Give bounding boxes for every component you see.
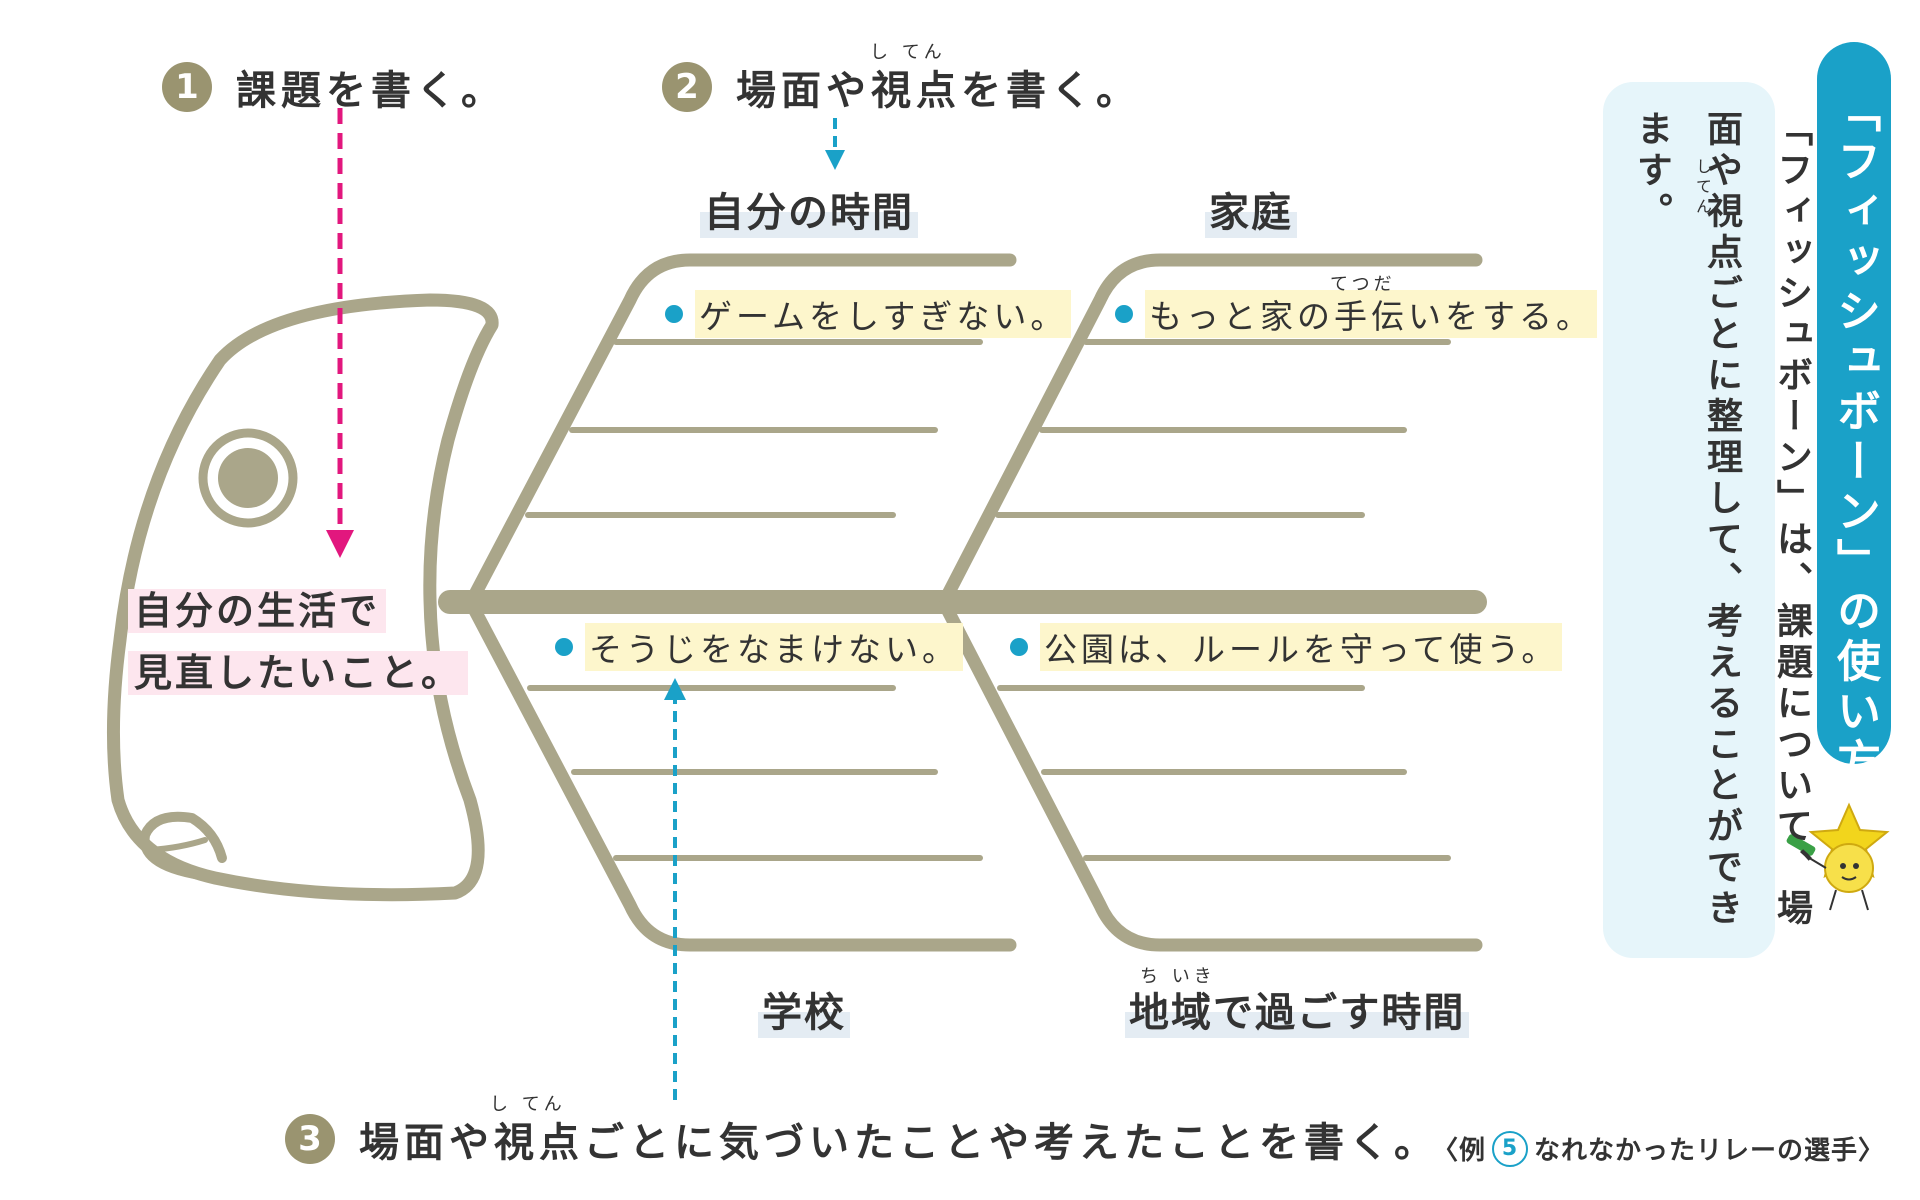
step-2: 2 場面や視点を書く。 <box>662 58 1141 116</box>
description-text: 「フィッシュボーン」は、課題について、場面や視点ごとに整理して、考えることができ… <box>1631 110 1812 930</box>
category-bottom-right-ruby: ち いき <box>1140 966 1216 987</box>
item-bottom-left: そうじをなまけない。 <box>555 623 963 671</box>
item-top-left: ゲームをしすぎない。 <box>665 290 1072 338</box>
item-bottom-left-text: そうじをなまけない。 <box>585 623 963 671</box>
step-number-3: 3 <box>285 1114 335 1164</box>
item-top-right: もっと家の手伝いをする。 <box>1115 290 1597 338</box>
fish-head-outline <box>106 293 499 902</box>
bullet-icon <box>1010 638 1028 656</box>
fish-head-label: 自分の生活で 見直したいこと。 <box>128 580 469 704</box>
item-top-right-ruby: てつだ <box>1330 274 1396 295</box>
example-caption: 〈例 5 なれなかったリレーの選手〉 <box>1432 1130 1885 1167</box>
step-3-ruby: し てん <box>490 1094 566 1115</box>
star-mascot-icon <box>1786 802 1890 911</box>
bullet-icon <box>665 305 683 323</box>
bone-upper-right <box>938 253 1483 607</box>
step-number-1: 1 <box>162 62 212 112</box>
step-3-text: 場面や視点ごとに気づいたことや考えたことを書く。 <box>359 1120 1439 1166</box>
example-prefix: 〈例 <box>1432 1136 1487 1166</box>
category-top-left: 自分の時間 <box>700 180 918 238</box>
step-2-text: 場面や視点を書く。 <box>736 68 1141 114</box>
description-ruby: してん <box>1693 158 1712 218</box>
fish-mouth <box>139 811 227 880</box>
item-bottom-right-text: 公園は、ルールを守って使う。 <box>1040 623 1563 671</box>
example-text: なれなかったリレーの選手〉 <box>1534 1136 1886 1166</box>
example-number: 5 <box>1492 1130 1529 1167</box>
category-top-right: 家庭 <box>1205 180 1297 238</box>
bone-lower-left <box>465 598 1017 952</box>
bone-upper-left <box>465 253 1017 607</box>
fish-eye <box>198 428 298 528</box>
head-line-2: 見直したいこと。 <box>128 651 469 695</box>
item-top-left-text: ゲームをしすぎない。 <box>695 290 1072 338</box>
title-pill <box>1817 42 1891 764</box>
step-1-text: 課題を書く。 <box>236 68 506 114</box>
bone-lower-right <box>938 598 1483 952</box>
category-bottom-left: 学校 <box>758 980 850 1038</box>
category-bottom-right: 地域で過ごす時間 <box>1125 980 1470 1038</box>
step-1: 1 課題を書く。 <box>162 58 506 116</box>
description-panel <box>1603 82 1775 958</box>
bullet-icon <box>555 638 573 656</box>
item-top-right-text: もっと家の手伝いをする。 <box>1145 290 1597 338</box>
item-bottom-right: 公園は、ルールを守って使う。 <box>1010 623 1563 671</box>
step-number-2: 2 <box>662 62 712 112</box>
step-2-ruby: し てん <box>870 42 946 63</box>
head-line-1: 自分の生活で <box>128 589 387 633</box>
bullet-icon <box>1115 305 1133 323</box>
step-3: 3 場面や視点ごとに気づいたことや考えたことを書く。 <box>285 1110 1439 1168</box>
sidebar-title: 「フィッシュボーン」の使い方 <box>1829 88 1880 788</box>
